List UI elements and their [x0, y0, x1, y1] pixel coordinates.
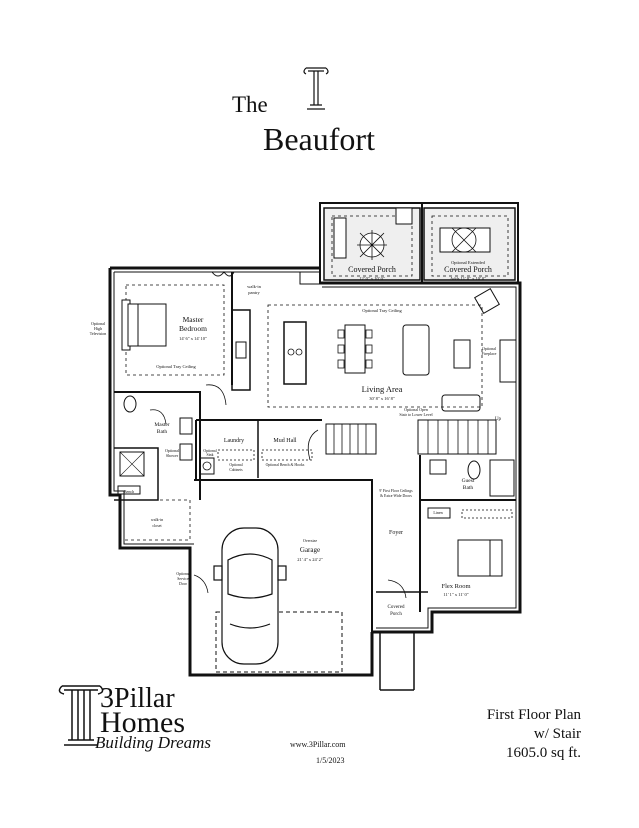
guest-bath-label: Guest — [462, 478, 475, 484]
guest-bath-label2: Bath — [463, 485, 474, 491]
pillar-logo-icon — [303, 67, 329, 110]
up-label: Up — [495, 417, 502, 422]
car-icon — [213, 527, 287, 665]
optional-tv-l1: Optional — [91, 321, 106, 326]
website-text: www.3Pillar.com — [290, 740, 346, 749]
foyer-label: Foyer — [389, 530, 403, 536]
covered-porch-2-label: Covered Porch — [444, 265, 492, 274]
fireplace-l1: Optional — [482, 346, 497, 351]
service-door-l1: Optional — [176, 572, 189, 576]
guest-bath-flex — [376, 455, 516, 612]
flex-room-label: Flex Room — [441, 583, 470, 590]
brand-pillar-icon — [58, 685, 104, 746]
linen-label: Linen — [433, 510, 442, 515]
flex-room-dims: 11' 1" x 11' 0" — [443, 592, 468, 597]
shower-l2: Shower — [166, 453, 179, 458]
date-text: 1/5/2023 — [316, 756, 345, 765]
brand-line1: 3Pillar — [100, 683, 175, 714]
open-stair-l2: Stair to Lower Level — [399, 412, 433, 417]
fireplace-l2: Fireplace — [482, 351, 497, 356]
title-the: The — [232, 92, 268, 117]
covered-porch-area — [319, 202, 519, 284]
plan-name: First Floor Plan — [486, 707, 581, 723]
front-porch-label: Covered — [388, 605, 405, 610]
master-tray-label: Optional Tray Ceiling — [156, 364, 196, 369]
cabinets-l1: Optional — [229, 463, 242, 467]
plan-info: First Floor Plan w/ Stair 1605.0 sq ft. — [487, 706, 581, 763]
covered-porch-1-label: Covered Porch — [348, 265, 396, 274]
service-door-l3: Door — [179, 582, 188, 586]
room-labels: Covered Porch 12' 0" x 10' 0" Optional E… — [90, 260, 502, 617]
bench-label: Bench — [124, 489, 134, 494]
ceiling-note-l1: 9' First Floor Ceilings — [379, 489, 413, 493]
living-area-dims: 30' 8" x 16' 8" — [369, 396, 395, 401]
shower-l1: Optional — [165, 448, 180, 453]
cabinets-l2: Cabinets — [229, 468, 243, 472]
sink-l2: Sink — [207, 453, 214, 457]
covered-porch-2-note: Optional Extended — [451, 260, 486, 265]
plan-title: Beaufort — [263, 121, 375, 157]
master-bath — [114, 391, 201, 541]
garage-note: Oversize — [303, 538, 317, 543]
master-bath-label2: Bath — [157, 429, 168, 435]
exterior-walls — [108, 266, 522, 677]
master-bath-label: Master — [154, 422, 169, 428]
living-tray-label: Optional Tray Ceiling — [362, 308, 402, 313]
brand-tagline: Building Dreams — [95, 733, 212, 752]
master-bedroom-label: Master — [183, 315, 204, 324]
covered-porch-2-dims: Adds 11' 8" x 10' 0" — [450, 276, 486, 281]
garage — [193, 479, 373, 673]
master-bedroom-label2: Bedroom — [179, 324, 207, 333]
optional-tv-l3: Television — [90, 331, 107, 336]
covered-porch-1-dims: 12' 0" x 10' 0" — [359, 276, 385, 281]
service-door-l2: Service — [177, 577, 189, 581]
pantry-l1: walk-in — [247, 284, 261, 289]
plan-area: 1605.0 sq ft. — [506, 745, 581, 761]
optional-tv-l2: High — [94, 326, 102, 331]
bench-hooks-label: Optional Bench & Hooks — [266, 463, 305, 467]
garage-dims: 21' 4" x 24' 2" — [297, 557, 323, 562]
garage-label: Garage — [300, 546, 320, 554]
living-kitchen — [231, 271, 517, 412]
closet-l1: walk-in — [151, 517, 163, 522]
pantry-l2: pantry — [248, 290, 260, 295]
sink-l1: Optional — [203, 449, 216, 453]
closet-l2: closet — [152, 523, 162, 528]
master-bedroom-dims: 14' 6" x 14' 10" — [179, 336, 207, 341]
front-porch-label2: Porch — [390, 612, 402, 617]
living-area-label: Living Area — [362, 384, 403, 394]
plan-variant: w/ Stair — [533, 726, 581, 742]
open-stair-l1: Optional Open — [404, 407, 428, 412]
master-bedroom — [121, 271, 235, 406]
stair — [325, 419, 497, 455]
ceiling-note-l2: & Extra-Wide Doors — [380, 494, 412, 498]
brand-line2: Homes — [100, 706, 185, 739]
front-steps — [379, 632, 415, 691]
laundry-label: Laundry — [224, 438, 244, 444]
mud-hall-label: Mud Hall — [273, 438, 296, 444]
